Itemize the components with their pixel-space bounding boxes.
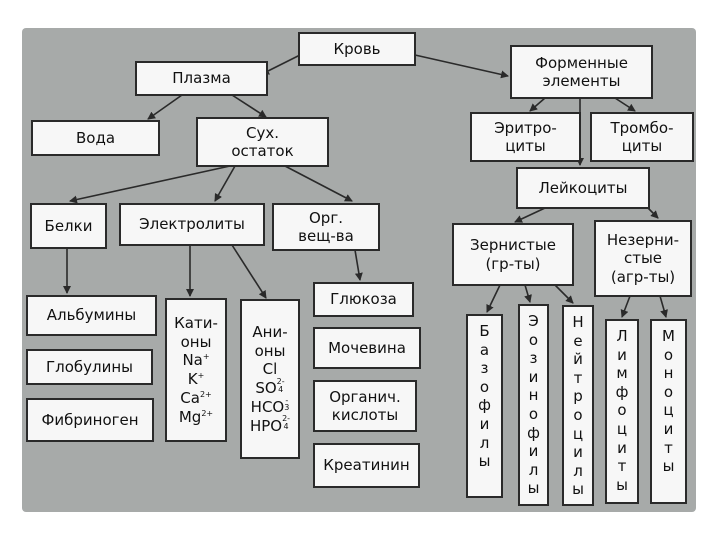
node-proteins: Белки [30, 203, 107, 249]
arrow-formed-erythro [529, 97, 546, 112]
arrow-electrolytes-anions [231, 244, 267, 299]
arrow-organic-glucose [354, 249, 363, 281]
node-leukocytes: Лейкоциты [516, 167, 650, 209]
arrow-plasma-dry [231, 94, 267, 118]
ion-cl: Cl [262, 360, 278, 379]
cations-title: Кати- оны [174, 313, 218, 351]
node-dry-residue: Сух. остаток [196, 117, 329, 167]
ion-k: K+ [187, 370, 205, 388]
arrow-dry-proteins [69, 165, 231, 204]
anions-title: Ани- оны [252, 322, 288, 360]
ion-hco3: HCO-3 [250, 395, 290, 416]
node-organic-acids: Органич. кислоты [313, 380, 417, 432]
arrow-blood-plasma [261, 54, 301, 75]
node-thrombocytes: Тромбо- циты [590, 112, 694, 162]
arrow-blood-formed [414, 54, 509, 79]
node-albumins: Альбумины [26, 295, 157, 336]
node-electrolytes: Электролиты [119, 203, 265, 246]
node-blood: Кровь [298, 32, 416, 66]
arrow-formed-thrombo [614, 97, 636, 112]
arrow-agranular-lymphocytes [620, 295, 631, 318]
node-agranular: Незерни- стые (агр-ты) [594, 220, 692, 297]
arrow-granular-eosinophils [524, 284, 532, 303]
arrow-dry-organic [284, 165, 353, 202]
node-formed-elements: Форменные элементы [510, 45, 653, 99]
node-urea: Мочевина [313, 327, 421, 369]
ion-na: Na+ [182, 351, 210, 370]
arrow-dry-electrolytes [214, 165, 236, 202]
arrow-plasma-water [147, 94, 183, 120]
node-basophils: Базофилы [466, 314, 503, 498]
node-water: Вода [31, 120, 160, 156]
node-organic-matter: Орг. вещ-ва [272, 203, 380, 251]
ion-ca: Ca2+ [180, 388, 212, 407]
arrow-granular-basophils [486, 284, 501, 313]
node-monocytes: Моноциты [650, 319, 687, 504]
arrow-granular-neutrophils [554, 284, 574, 304]
node-globulins: Глобулины [26, 349, 153, 385]
node-erythrocytes: Эритро- циты [470, 112, 581, 162]
node-granular: Зернистые (гр-ты) [452, 223, 574, 286]
node-creatinine: Креатинин [313, 443, 420, 488]
ion-mg: Mg2+ [178, 407, 214, 426]
node-lymphocytes: Лимфоциты [605, 319, 639, 504]
node-glucose: Глюкоза [313, 282, 414, 317]
node-plasma: Плазма [135, 61, 268, 96]
arrow-leuko-agranular [647, 207, 659, 219]
node-eosinophils: Эозинофилы [518, 304, 549, 506]
arrow-leuko-granular [514, 207, 546, 223]
node-cations: Кати- оны Na+ K+ Ca2+ Mg2+ [165, 298, 227, 442]
arrow-agranular-monocytes [659, 295, 668, 318]
node-fibrinogen: Фибриноген [26, 398, 154, 442]
node-neutrophils: Нейтроцилы [562, 305, 594, 506]
